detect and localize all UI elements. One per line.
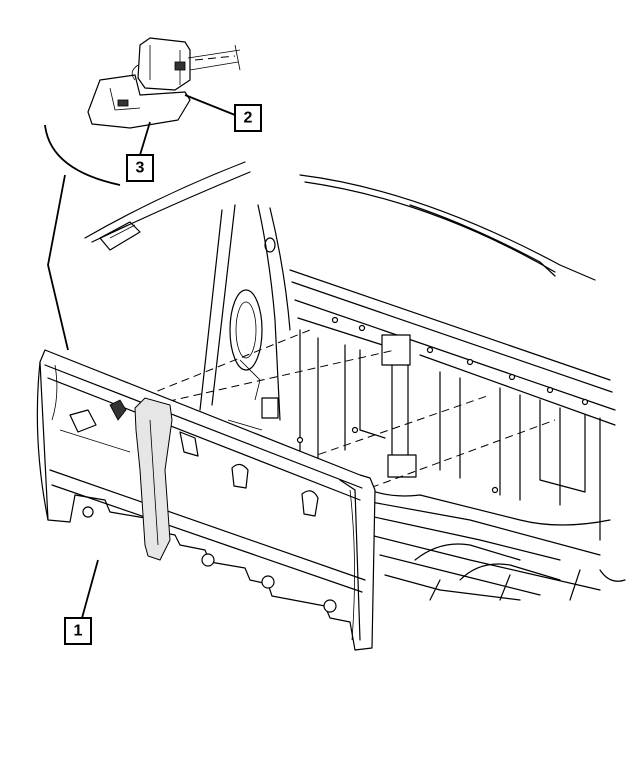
rear-cab-panel xyxy=(289,269,616,541)
cab-roof-outline xyxy=(84,161,596,281)
svg-text:2: 2 xyxy=(244,110,253,127)
svg-text:3: 3 xyxy=(136,160,145,177)
callout-1: 1 xyxy=(64,617,92,645)
rear-trim-panel xyxy=(36,349,376,651)
floor-ribs xyxy=(349,479,626,601)
svg-text:1: 1 xyxy=(74,623,83,640)
cab-back-wall xyxy=(199,204,291,431)
callout-2: 2 xyxy=(234,104,262,132)
callout-3: 3 xyxy=(126,154,154,182)
panel-bolt-holes xyxy=(296,316,589,494)
leader-lines xyxy=(47,94,236,619)
latch-detail-assembly xyxy=(44,37,241,186)
retractor-bracket xyxy=(381,334,417,478)
